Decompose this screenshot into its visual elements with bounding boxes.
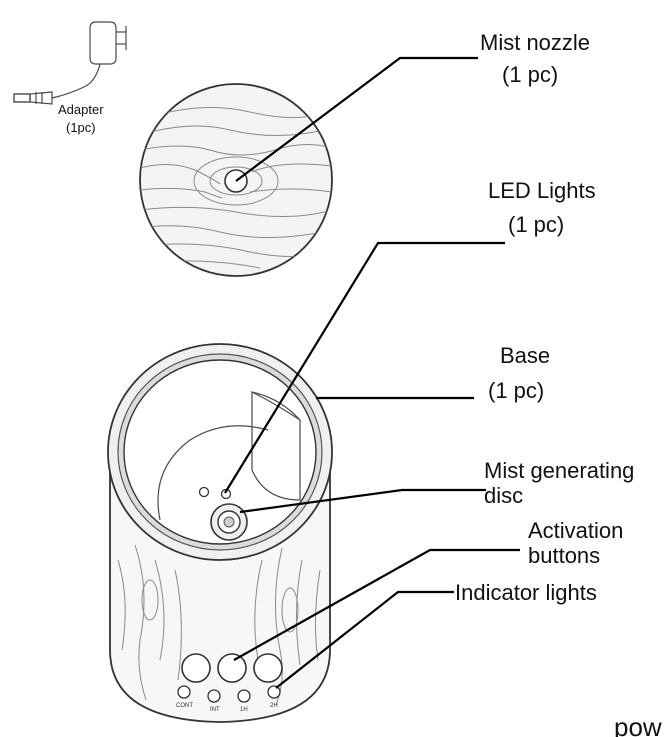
button-label-int: INT — [210, 707, 220, 713]
leader-led-lights — [224, 241, 505, 494]
button-label-1h: 1H — [240, 707, 248, 713]
indicator-light-2h — [267, 685, 281, 699]
leader-indicator-lights — [275, 590, 454, 689]
label-base: Base — [500, 343, 550, 368]
adapter-label: Adapter — [58, 102, 104, 117]
label-mist-nozzle-qty: (1 pc) — [502, 62, 558, 87]
leader-mist-nozzle — [235, 56, 478, 182]
indicator-light-1h — [237, 689, 251, 703]
water-tank-opening — [123, 359, 317, 545]
adapter-qty-label: (1pc) — [66, 120, 96, 135]
label-led-lights: LED Lights — [488, 178, 596, 203]
label-activation-line1: Activation — [528, 518, 623, 543]
lid-wood-grain — [140, 107, 332, 269]
base-wood-grain — [117, 544, 321, 706]
activation-button-left — [181, 653, 211, 683]
leader-mist-disc — [239, 488, 486, 514]
led-light-left — [198, 486, 210, 498]
diffuser-base: CONT INT 1H 2H — [107, 343, 333, 723]
label-activation-line2: buttons — [528, 543, 600, 568]
leader-activation-buttons — [233, 548, 520, 661]
indicator-light-cont — [177, 685, 191, 699]
label-mist-nozzle: Mist nozzle — [480, 30, 590, 55]
activation-button-middle — [217, 653, 247, 683]
label-indicator-lights: Indicator lights — [455, 580, 597, 605]
button-label-cont: CONT — [176, 703, 193, 709]
label-led-lights-qty: (1 pc) — [508, 212, 564, 237]
button-label-2h: 2H — [270, 703, 278, 709]
label-mist-disc-line2: disc — [484, 483, 523, 508]
air-channel-wall — [251, 391, 301, 501]
activation-button-right — [253, 653, 283, 683]
watermark-text: pow — [614, 712, 662, 737]
indicator-light-int — [207, 689, 221, 703]
adapter-part: Adapter (1pc) — [13, 21, 127, 135]
plug-adapter-icon — [13, 21, 127, 105]
label-mist-disc-line1: Mist generating — [484, 458, 634, 483]
label-base-qty: (1 pc) — [488, 378, 544, 403]
